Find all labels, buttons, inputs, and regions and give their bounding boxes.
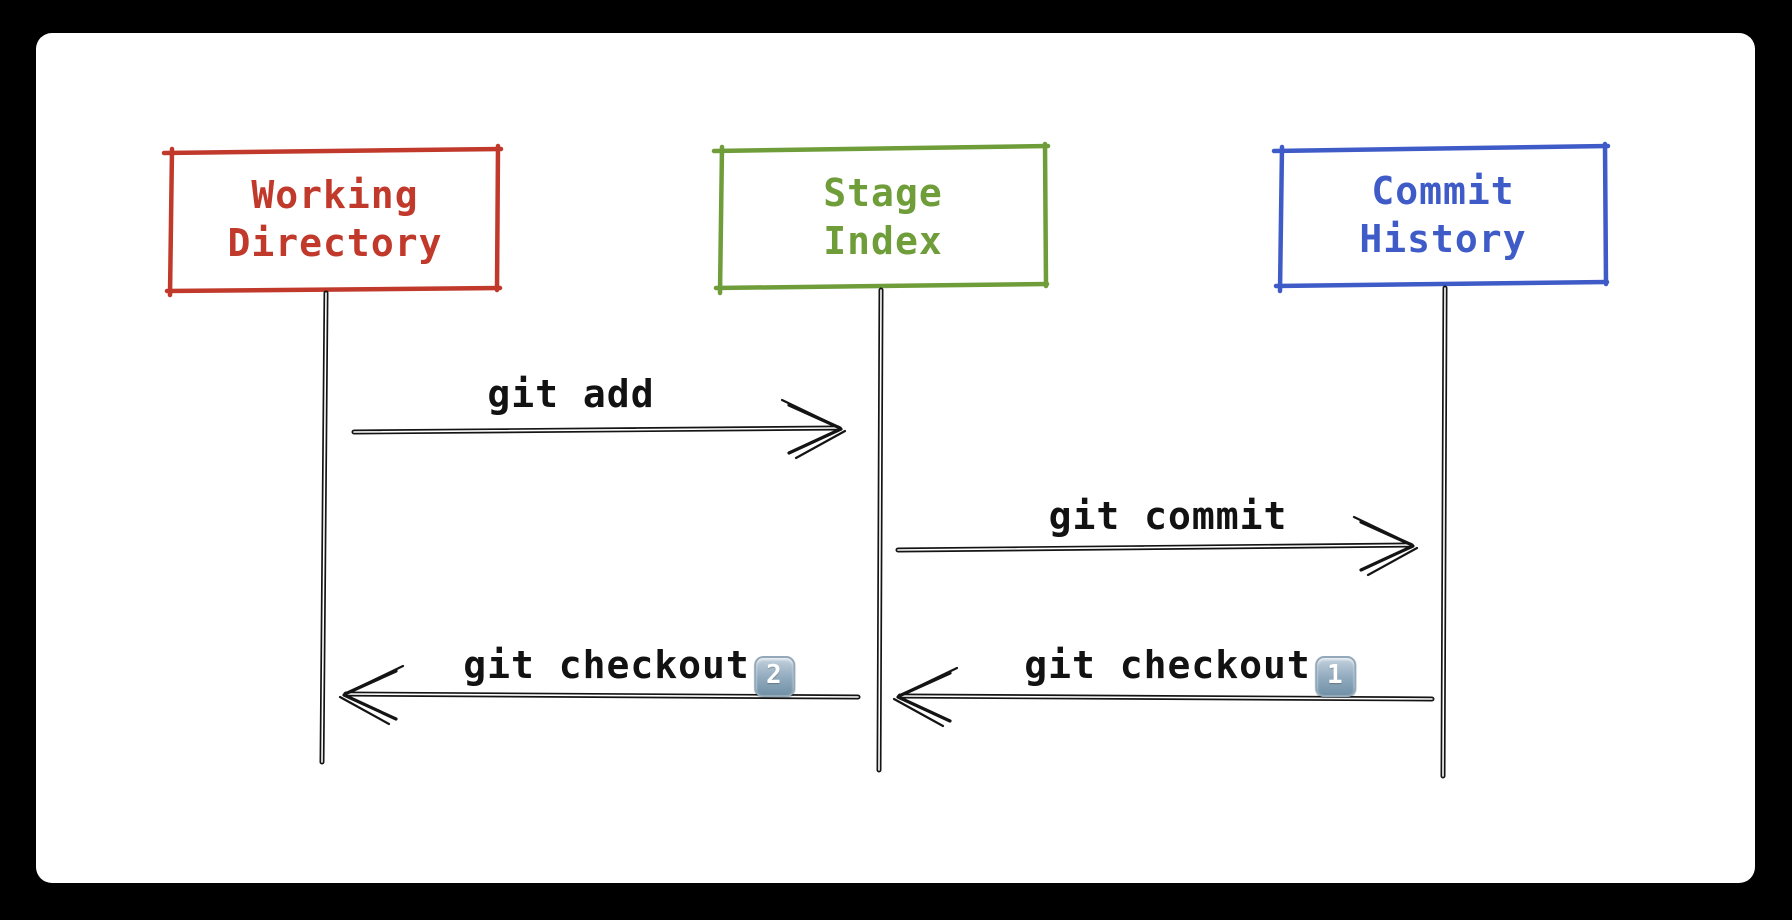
message-label-git-commit: git commit [1049, 494, 1288, 538]
message-label-git-add: git add [487, 372, 654, 416]
actor-label-stage-index: Stage Index [823, 171, 943, 263]
keycap-2-badge: 2 [753, 656, 795, 697]
whiteboard-card [36, 33, 1755, 883]
git-checkout-2-text: git checkout [463, 643, 750, 687]
git-commit-text: git commit [1048, 494, 1288, 538]
git-add-text: git add [487, 372, 655, 416]
git-checkout-1-text: git checkout [1024, 643, 1311, 687]
actor-label-working-directory: Working Directory [227, 173, 443, 265]
keycap-1-badge: 1 [1314, 656, 1356, 697]
actor-label-commit-history: Commit History [1359, 169, 1527, 261]
